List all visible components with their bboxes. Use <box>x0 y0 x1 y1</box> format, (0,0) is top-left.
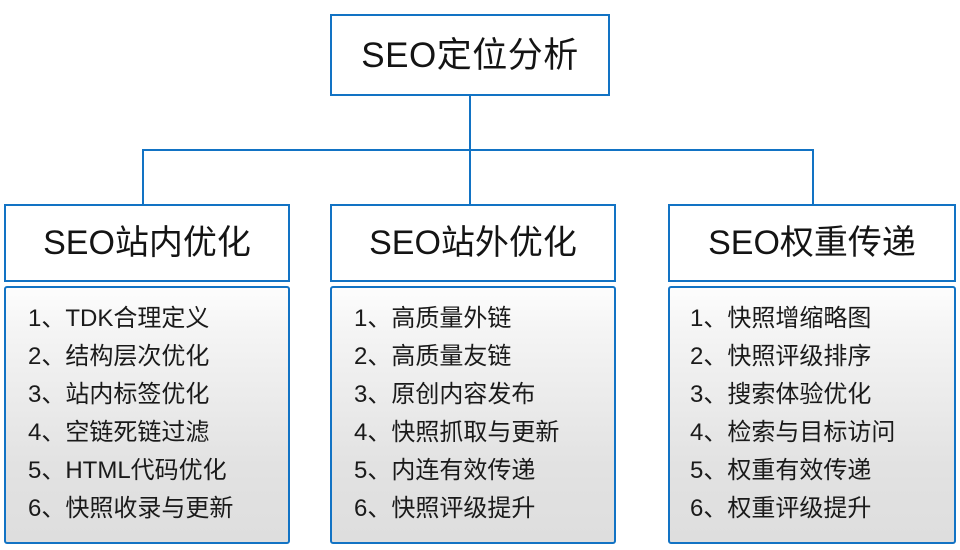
list-item: 5、权重有效传递 <box>690 457 872 484</box>
branch-list-1: 1、TDK合理定义 2、结构层次优化 3、站内标签优化 4、空链死链过滤 5、H… <box>4 286 290 544</box>
branch-header-3[interactable]: SEO权重传递 <box>668 204 956 282</box>
list-item: 4、快照抓取与更新 <box>354 419 560 446</box>
root-node[interactable]: SEO定位分析 <box>330 14 610 96</box>
list-item: 2、高质量友链 <box>354 343 512 370</box>
list-item: 2、结构层次优化 <box>28 343 210 370</box>
list-item: 5、HTML代码优化 <box>28 457 227 484</box>
list-item: 1、高质量外链 <box>354 305 512 332</box>
list-item: 2、快照评级排序 <box>690 343 872 370</box>
branch-header-2[interactable]: SEO站外优化 <box>330 204 616 282</box>
branch-column-2: SEO站外优化 1、高质量外链 2、高质量友链 3、原创内容发布 4、快照抓取与… <box>330 204 616 544</box>
list-item: 1、TDK合理定义 <box>28 305 210 332</box>
list-item: 4、检索与目标访问 <box>690 419 896 446</box>
branch-header-2-label: SEO站外优化 <box>369 224 577 262</box>
branch-list-3: 1、快照增缩略图 2、快照评级排序 3、搜索体验优化 4、检索与目标访问 5、权… <box>668 286 956 544</box>
list-item: 6、权重评级提升 <box>690 495 872 522</box>
list-item: 6、快照评级提升 <box>354 495 536 522</box>
branch-column-3: SEO权重传递 1、快照增缩略图 2、快照评级排序 3、搜索体验优化 4、检索与… <box>668 204 956 544</box>
list-item: 1、快照增缩略图 <box>690 305 872 332</box>
branch-header-3-label: SEO权重传递 <box>708 224 916 262</box>
branch-list-2: 1、高质量外链 2、高质量友链 3、原创内容发布 4、快照抓取与更新 5、内连有… <box>330 286 616 544</box>
list-item: 3、站内标签优化 <box>28 381 210 408</box>
branch-header-1-label: SEO站内优化 <box>43 224 251 262</box>
list-item: 6、快照收录与更新 <box>28 495 234 522</box>
list-item: 5、内连有效传递 <box>354 457 536 484</box>
list-item: 3、搜索体验优化 <box>690 381 872 408</box>
branch-column-1: SEO站内优化 1、TDK合理定义 2、结构层次优化 3、站内标签优化 4、空链… <box>4 204 290 544</box>
list-item: 3、原创内容发布 <box>354 381 536 408</box>
list-item: 4、空链死链过滤 <box>28 419 210 446</box>
root-node-label: SEO定位分析 <box>361 35 579 75</box>
branch-header-1[interactable]: SEO站内优化 <box>4 204 290 282</box>
